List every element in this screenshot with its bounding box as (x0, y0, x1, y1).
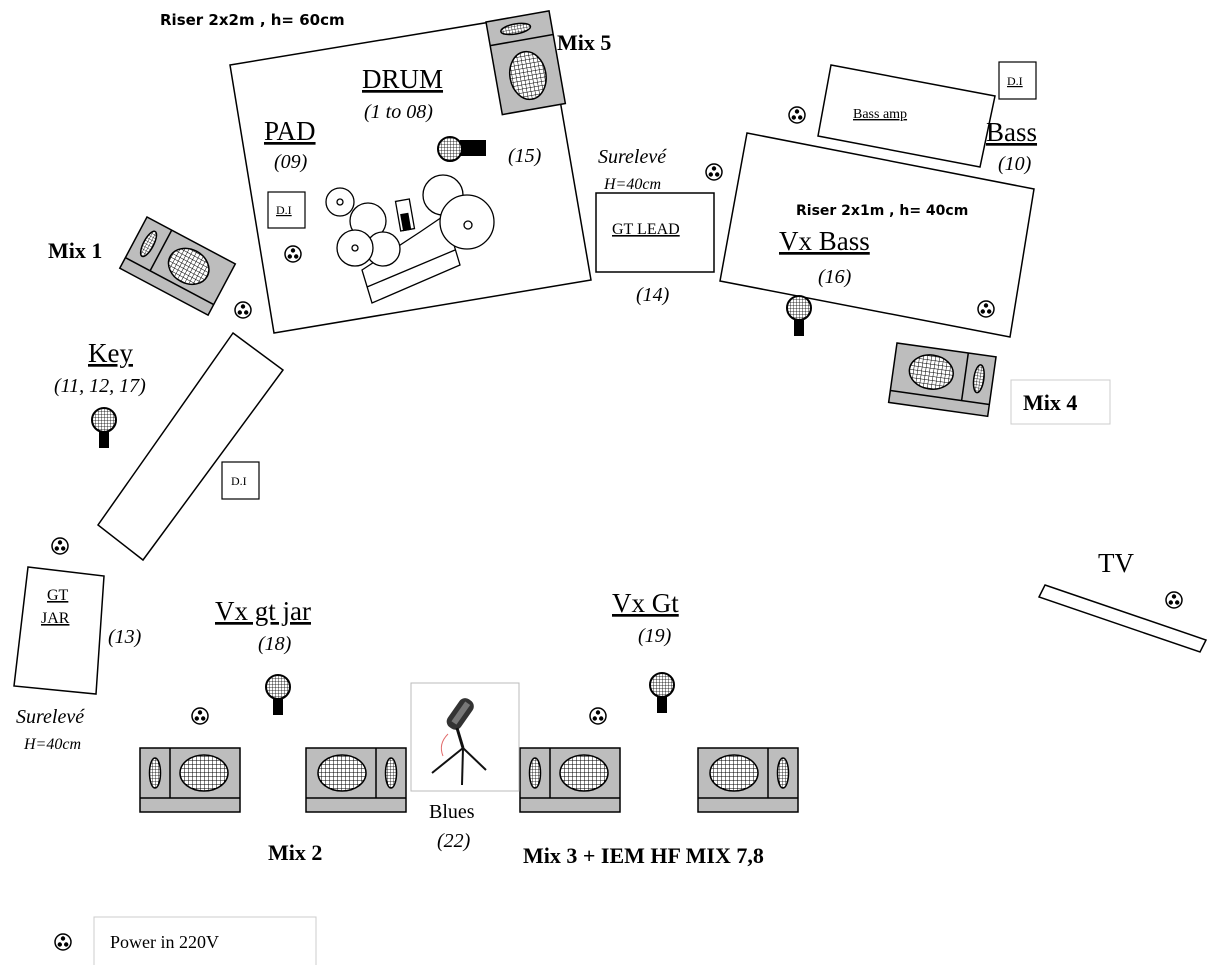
mix2-label: Mix 2 (268, 840, 322, 865)
bass-riser (719, 132, 1035, 338)
mix2-wedge-left (139, 747, 241, 813)
vx-gt-channel: (19) (638, 625, 672, 647)
gt-lead-channel: (14) (636, 284, 670, 306)
blues-label: Blues (429, 801, 475, 823)
power-icon (1165, 591, 1183, 609)
gt-lead-label: GT LEAD (612, 221, 680, 238)
mix2-wedge-right (305, 747, 407, 813)
key-title: Key (88, 338, 133, 368)
power-icon (788, 106, 806, 124)
vx-bass-mic-icon (786, 295, 812, 337)
pad-title: PAD (264, 116, 316, 146)
gt-jar-raised-label: Surelevé (16, 706, 85, 728)
gt-lead-amp (595, 192, 715, 273)
power-icon (589, 707, 607, 725)
drum-mic-channel: (15) (508, 145, 542, 167)
key-channels: (11, 12, 17) (54, 375, 146, 397)
tv-label: TV (1098, 548, 1134, 578)
vx-bass-title: Vx Bass (779, 226, 870, 256)
vx-gt-mic-icon (649, 672, 675, 714)
mix5-label: Mix 5 (557, 30, 611, 55)
bass-amp: Bass amp (817, 64, 996, 168)
drum-title: DRUM (362, 64, 443, 94)
gt-jar-amp (13, 566, 105, 695)
mix1-label: Mix 1 (48, 238, 102, 263)
key-mic-icon (91, 407, 117, 449)
vx-gt-jar-title: Vx gt jar (215, 596, 311, 626)
key-di-box: D.I (221, 461, 260, 500)
vx-gt-title: Vx Gt (612, 588, 679, 618)
gt-jar-label-line2: JAR (41, 610, 70, 627)
bass-di-box: D.I (998, 61, 1037, 100)
gt-lead-raised-height: H=40cm (603, 176, 661, 193)
drum-mic-icon (437, 136, 486, 162)
blues-mic-stand-icon (410, 682, 520, 792)
drum-channels: (1 to 08) (364, 101, 433, 123)
mix3-wedge-left (519, 747, 621, 813)
mix4-label-box (1010, 379, 1111, 425)
bass-amp-label: Bass amp (853, 107, 907, 122)
mix5-wedge (485, 10, 567, 116)
bass-riser-label: Riser 2x1m , h= 40cm (796, 203, 968, 219)
legend: Power in 220V (54, 916, 317, 965)
blues-channel: (22) (437, 830, 471, 852)
tv-screen (1037, 584, 1208, 653)
keyboard-stand (96, 331, 285, 562)
power-icon (191, 707, 209, 725)
power-icon (54, 933, 72, 951)
power-icon (705, 163, 723, 181)
bass-di-label: D.I (1007, 74, 1023, 88)
power-icon (284, 245, 302, 263)
power-icon (51, 537, 69, 555)
key-di-label: D.I (231, 474, 247, 488)
mix4-label: Mix 4 (1023, 390, 1077, 415)
drum-kit-icon (325, 174, 495, 304)
bass-title: Bass (986, 117, 1037, 147)
mix4-wedge (887, 342, 997, 418)
vx-gt-jar-channel: (18) (258, 633, 292, 655)
gt-jar-label-line1: GT (47, 587, 69, 604)
power-icon (977, 300, 995, 318)
power-icon (234, 301, 252, 319)
gt-lead-raised-label: Surelevé (598, 146, 667, 168)
pad-di-box: D.I (267, 191, 306, 229)
bass-channel: (10) (998, 153, 1032, 175)
drum-riser-label: Riser 2x2m , h= 60cm (160, 11, 345, 29)
vx-bass-channel: (16) (818, 266, 852, 288)
gt-jar-raised-height: H=40cm (23, 736, 81, 753)
mix3-wedge-right (697, 747, 799, 813)
legend-power-label: Power in 220V (110, 932, 219, 952)
pad-channels: (09) (274, 151, 308, 173)
pad-di-label: D.I (276, 203, 292, 217)
mix3-label: Mix 3 + IEM HF MIX 7,8 (523, 843, 764, 868)
vx-gt-jar-mic-icon (265, 674, 291, 716)
gt-jar-channel: (13) (108, 626, 142, 648)
mix1-wedge (118, 215, 237, 317)
